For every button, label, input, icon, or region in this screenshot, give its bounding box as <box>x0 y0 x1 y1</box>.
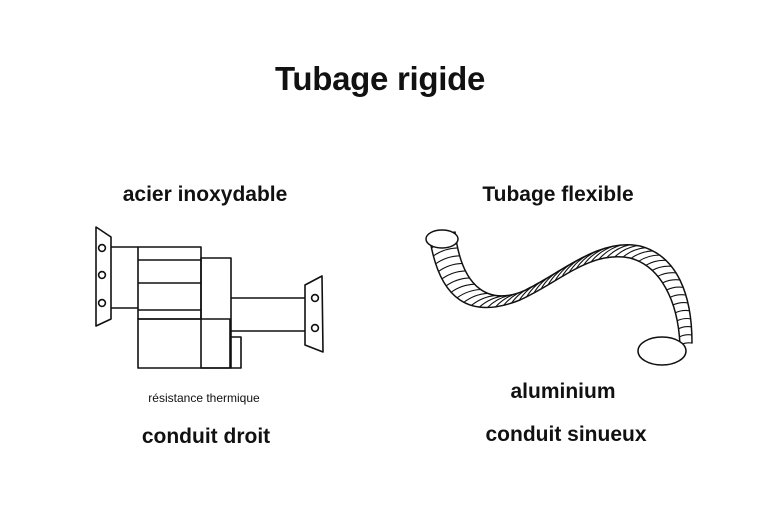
duct-rib <box>638 254 661 262</box>
page-title: Tubage rigide <box>274 60 486 97</box>
duct-rib <box>669 294 687 298</box>
thermal-resistance-label: résistance thermique <box>148 391 260 405</box>
duct-rib <box>478 295 505 308</box>
duct-rib <box>657 272 677 277</box>
rigid-shape-label: conduit droit <box>141 425 271 448</box>
flexible-material-label: aluminium <box>510 380 616 403</box>
duct-rib <box>575 250 599 270</box>
duct-rib <box>450 283 476 293</box>
duct-rib <box>437 262 463 272</box>
duct-rib <box>645 259 667 266</box>
duct-rib <box>662 279 681 284</box>
duct-rib <box>561 256 584 278</box>
duct-rib <box>666 286 684 291</box>
duct-rib <box>441 270 467 280</box>
duct-rib <box>614 245 639 258</box>
duct-rib <box>554 260 577 282</box>
duct-rib <box>630 250 654 259</box>
duct-rib <box>674 309 691 314</box>
duct-rib <box>672 301 689 306</box>
duct-rib <box>676 317 692 322</box>
duct-rib <box>456 288 482 299</box>
duct-rib <box>547 264 570 286</box>
duct-rib <box>470 294 497 306</box>
duct-rib <box>622 247 646 258</box>
duct-rib <box>583 247 607 266</box>
duct-rib <box>463 292 489 303</box>
duct-rib <box>678 334 693 338</box>
duct-rib <box>486 294 513 309</box>
duct-rib <box>445 277 471 287</box>
duct-rib <box>598 244 622 260</box>
duct-rib <box>651 265 672 271</box>
duct-rib <box>677 326 692 330</box>
rigid-material-label: acier inoxydable <box>122 183 288 206</box>
flexible-shape-label: conduit sinueux <box>485 423 647 446</box>
duct-rib <box>590 245 614 263</box>
duct-rib <box>432 247 459 257</box>
duct-rib <box>568 253 591 274</box>
duct-rib <box>435 255 461 265</box>
flexible-heading: Tubage flexible <box>482 183 634 206</box>
duct-rib <box>606 244 631 259</box>
